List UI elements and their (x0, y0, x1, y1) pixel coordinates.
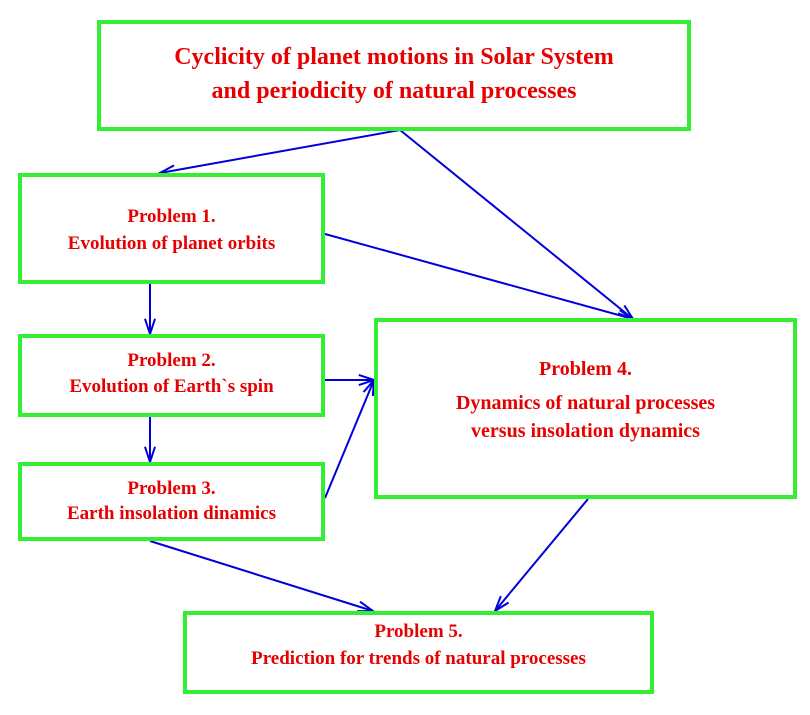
problem-4-text-line2: versus insolation dynamics (471, 420, 700, 442)
problem-2-title: Problem 2. (127, 350, 216, 371)
main-box: Cyclicity of planet motions in Solar Sys… (97, 20, 691, 131)
problem-3-text: Earth insolation dinamics (66, 503, 277, 524)
problem-4-box: Problem 4. Dynamics of natural processes… (374, 318, 797, 499)
problem-4-title: Problem 4. (539, 358, 632, 380)
arrow-p1-to-p4 (324, 233, 634, 320)
problem-3-box: Problem 3. Earth insolation dinamics (18, 462, 325, 541)
problem-2-text: Evolution of Earth`s spin (69, 376, 274, 397)
arrow-main-to-p4 (399, 129, 634, 320)
problem-4-text-line1: Dynamics of natural processes (455, 392, 716, 414)
problem-5-text: Prediction for trends of natural process… (251, 648, 586, 669)
main-title-line1: Cyclicity of planet motions in Solar Sys… (174, 44, 614, 70)
problem-1-text: Evolution of planet orbits (67, 233, 276, 254)
problem-5-title: Problem 5. (374, 621, 463, 642)
arrow-p3-to-p5 (149, 540, 374, 612)
main-title-line2: and periodicity of natural processes (211, 78, 577, 104)
problem-5-box: Problem 5. Prediction for trends of natu… (183, 611, 654, 694)
problem-2-box: Problem 2. Evolution of Earth`s spin (18, 334, 325, 417)
problem-3-title: Problem 3. (127, 478, 216, 499)
problem-1-title: Problem 1. (127, 206, 216, 227)
arrow-main-to-p1 (159, 129, 401, 174)
arrow-p3-to-p4 (324, 379, 375, 499)
arrow-p4-to-p5 (494, 498, 589, 612)
problem-1-box: Problem 1. Evolution of planet orbits (18, 173, 325, 284)
